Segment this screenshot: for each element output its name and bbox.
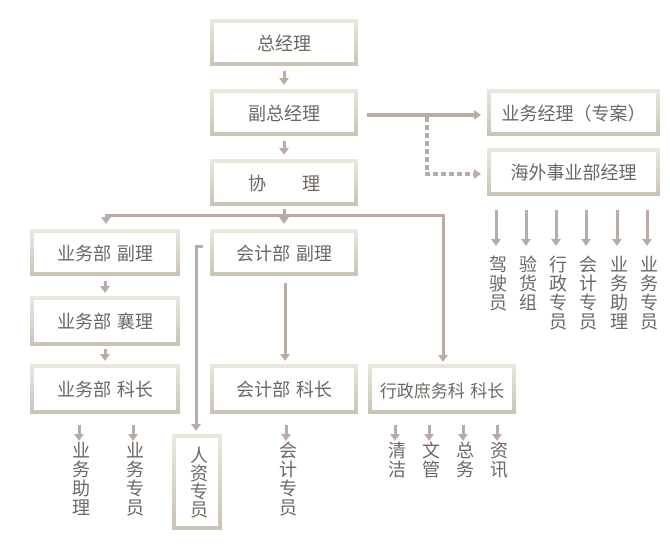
connector [616,210,619,240]
connector [105,214,445,217]
staff-role-label: 验货组 [516,255,537,312]
box-label: 人资专员 [176,438,218,526]
connector [195,245,198,425]
arrow-down-icon [128,434,138,441]
box-label: 会计部 副理 [214,233,354,272]
connector [525,210,528,240]
connector [495,210,498,240]
box-label: 总经理 [214,23,354,62]
connector [283,141,286,149]
arrow-down-icon [521,239,531,246]
arrow-down-icon [551,239,561,246]
box-overseas-manager: 海外事业部经理 [487,148,660,196]
box-label: 业务部 襄理 [34,300,176,342]
dotted-connector [425,117,429,175]
arrow-right-icon [474,169,481,179]
box-label: 海外事业部经理 [491,152,656,192]
box-label: 会计部 科长 [214,368,354,410]
staff-role-label: 资讯 [487,441,508,479]
staff-role-label: 业务专员 [637,255,658,331]
box-label: 行政庶务科 科长 [372,368,512,410]
staff-role-label: 驾驶员 [486,255,507,312]
arrow-down-icon [438,355,448,362]
box-general-manager: 总经理 [210,19,358,66]
box-business-chief: 业务部 科长 [30,364,180,414]
connector [646,210,649,240]
arrow-down-icon [581,239,591,246]
connector [555,210,558,240]
arrow-down-icon [74,434,84,441]
connector [442,214,445,356]
arrow-down-icon [612,239,622,246]
arrow-down-icon [642,239,652,246]
connector [462,425,465,435]
staff-role-label: 行政专员 [546,255,567,331]
box-label: 业务部 副理 [34,233,176,272]
arrow-down-icon [100,354,110,361]
staff-role-label: 清洁 [385,441,406,479]
box-hr-specialist: 人资专员 [172,434,222,530]
connector [104,349,107,355]
connector [367,113,475,117]
connector [104,281,107,288]
arrow-down-icon [390,434,400,441]
connector [283,71,286,79]
connector [78,425,81,435]
connector [496,425,499,435]
box-business-manager-project: 业务经理（专案） [487,89,660,136]
arrow-down-icon [279,217,289,224]
arrow-down-icon [101,217,111,224]
connector [585,210,588,240]
staff-role-label: 会计专员 [576,255,597,331]
staff-role-label: 业务助理 [607,255,628,331]
arrow-down-icon [492,434,502,441]
box-label: 协 理 [214,163,354,202]
connector [283,209,286,219]
arrow-down-icon [424,434,434,441]
connector [195,245,203,248]
connector [428,425,431,435]
arrow-down-icon [491,239,501,246]
connector [394,425,397,435]
staff-role-label: 总务 [453,441,474,479]
box-assistant-manager: 协 理 [210,159,358,206]
arrow-down-icon [191,424,201,431]
arrow-down-icon [279,148,289,155]
box-accounting-deputy: 会计部 副理 [210,229,358,276]
box-business-deputy: 业务部 副理 [30,229,180,276]
arrow-down-icon [279,78,289,85]
arrow-down-icon [280,354,290,361]
arrow-down-icon [100,286,110,293]
arrow-down-icon [281,434,291,441]
connector [284,283,287,355]
staff-role-label: 业务专员 [123,441,144,517]
arrow-down-icon [458,434,468,441]
dotted-connector [425,172,475,176]
staff-role-label: 会计专员 [276,441,297,517]
box-accounting-chief: 会计部 科长 [210,364,358,414]
box-admin-chief: 行政庶务科 科长 [368,364,516,414]
staff-role-label: 文管 [419,441,440,479]
box-deputy-general-manager: 副总经理 [210,89,358,136]
connector [285,425,288,435]
arrow-right-icon [474,110,481,120]
box-label: 副总经理 [214,93,354,132]
box-label: 业务经理（专案） [491,93,656,132]
staff-role-label: 业务助理 [69,441,90,517]
connector [132,425,135,435]
box-label: 业务部 科长 [34,368,176,410]
box-business-associate: 业务部 襄理 [30,296,180,346]
